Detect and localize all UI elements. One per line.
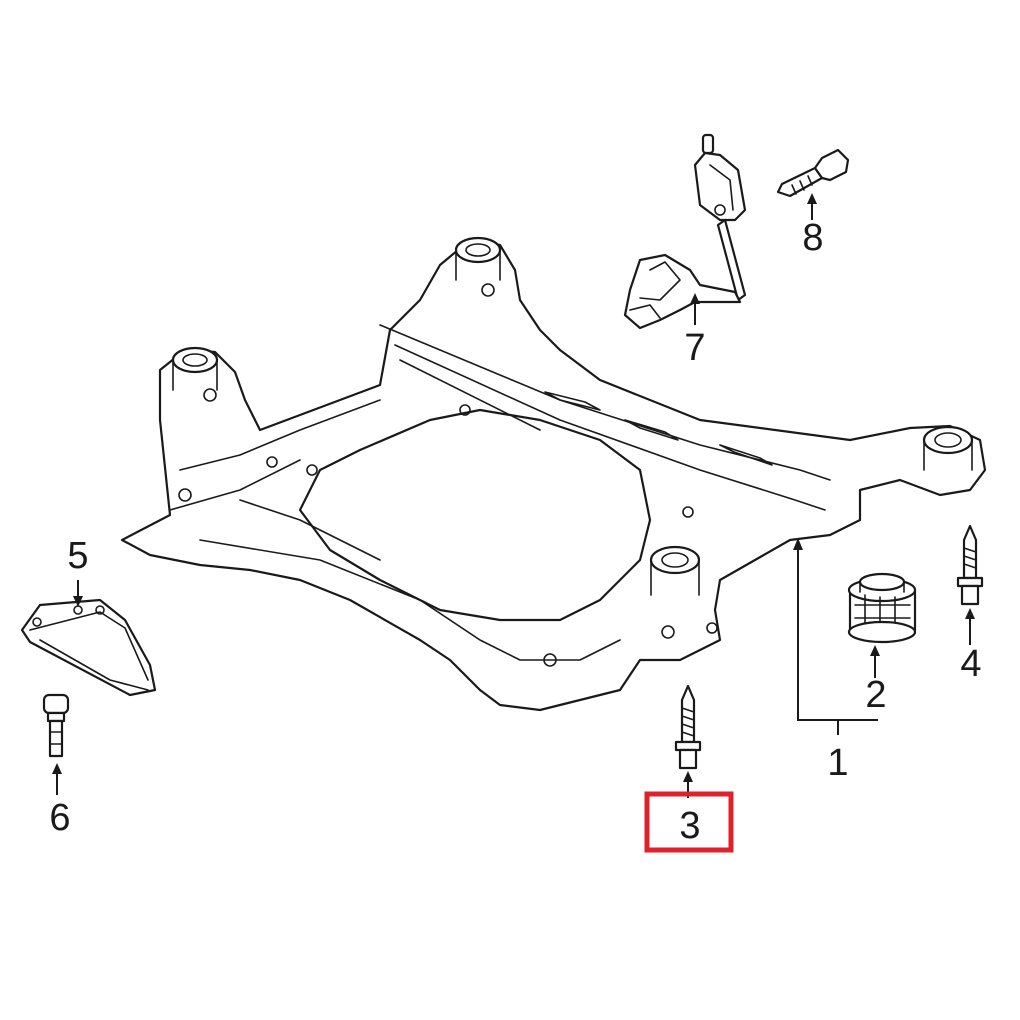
height-sensor[interactable]: [623, 133, 747, 330]
callout-4[interactable]: 4: [960, 643, 981, 685]
callout-5[interactable]: 5: [67, 535, 88, 577]
bushing[interactable]: [847, 572, 917, 644]
callout-8[interactable]: 8: [802, 217, 823, 259]
highlight-box: [644, 791, 734, 853]
callout-3[interactable]: 3: [679, 805, 700, 847]
callout-1[interactable]: 1: [827, 742, 848, 784]
bracket[interactable]: [20, 598, 157, 697]
sensor-bolt[interactable]: [776, 148, 850, 198]
clip[interactable]: [42, 693, 70, 758]
mount-bolt[interactable]: [956, 524, 984, 606]
subframe-bolt[interactable]: [674, 684, 702, 770]
subframe[interactable]: [120, 236, 987, 712]
callout-2[interactable]: 2: [865, 674, 886, 716]
leader-lines: [52, 193, 975, 798]
callout-7[interactable]: 7: [684, 327, 705, 369]
callout-labels: 1 2 3 4 5 6 7 8: [49, 217, 981, 847]
callout-6[interactable]: 6: [49, 797, 70, 839]
